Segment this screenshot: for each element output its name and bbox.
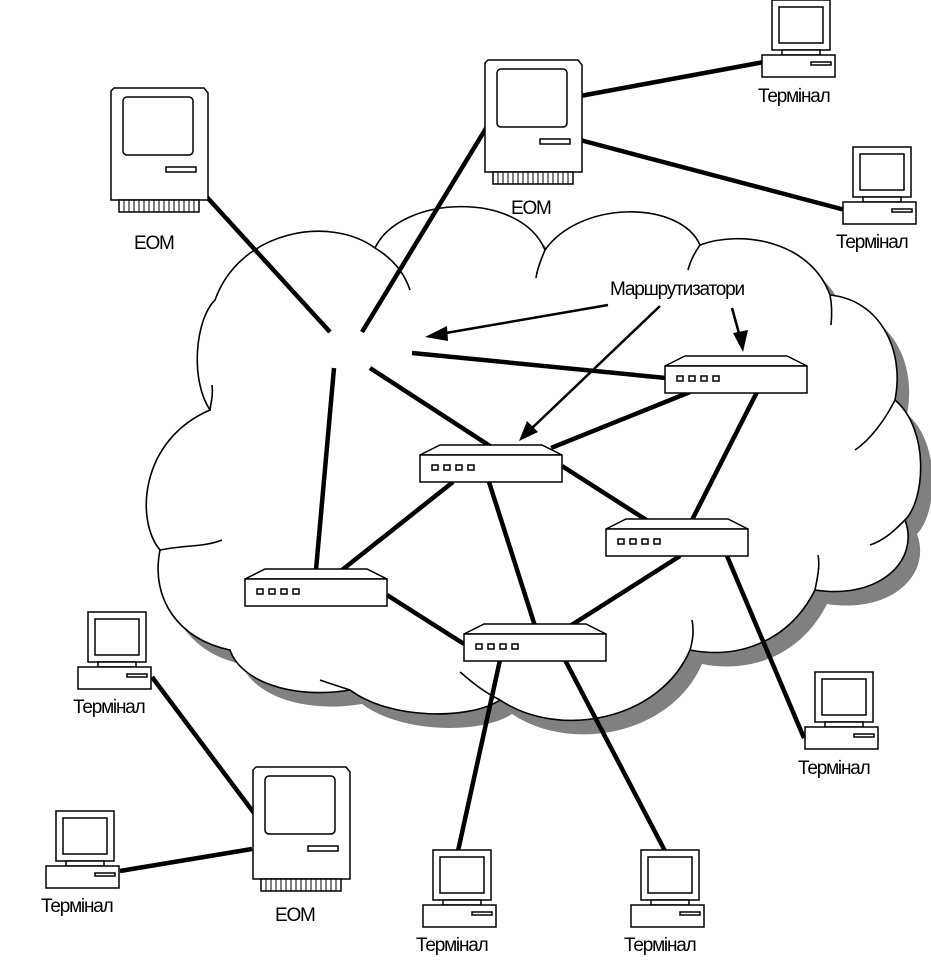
label-terminal-right: Термінал — [798, 758, 870, 779]
link-hub-router-center — [368, 366, 492, 448]
label-eom-bottom: ЕОМ — [275, 905, 315, 926]
terminal-left-1[interactable] — [77, 611, 152, 690]
link-hub-router-left — [313, 367, 337, 571]
link-center-right — [560, 464, 650, 523]
label-terminal-bottom-2: Термінал — [624, 935, 696, 956]
link-bottom-term1 — [455, 659, 503, 852]
label-eom-left: ЕОМ — [134, 233, 174, 254]
label-terminal-top-right-1: Термінал — [758, 86, 830, 107]
link-hub-router-top-right — [411, 350, 667, 381]
link-eom-bottom-term-left1 — [150, 675, 256, 815]
label-eom-top: ЕОМ — [511, 198, 551, 219]
label-terminal-top-right-2: Термінал — [836, 232, 908, 253]
arrow-head-icon — [519, 421, 538, 441]
router-bottom[interactable] — [463, 623, 607, 662]
terminal-left-2[interactable] — [45, 810, 120, 889]
link-center-top-right — [550, 389, 691, 451]
terminal-top-right-2[interactable] — [842, 146, 917, 225]
label-terminal-bottom-1: Термінал — [416, 935, 488, 956]
terminal-right[interactable] — [804, 671, 879, 750]
link-eom-left-hub — [203, 193, 332, 334]
arrow-head-icon — [425, 326, 448, 341]
link-center-left — [340, 480, 455, 572]
link-center-bottom — [486, 481, 538, 627]
label-router-group: Маршрутизатори — [610, 279, 744, 300]
computer-eom-left[interactable] — [110, 87, 209, 213]
link-eom-top-hub — [360, 123, 490, 334]
terminal-top-right-1[interactable] — [761, 0, 836, 78]
link-right-bottom — [568, 554, 682, 628]
router-left[interactable] — [244, 568, 388, 607]
computer-eom-top[interactable] — [484, 59, 583, 185]
link-bottom-term2 — [563, 658, 667, 853]
router-center[interactable] — [419, 444, 563, 483]
link-eom-bottom-term-left2 — [119, 846, 253, 874]
links — [119, 59, 846, 874]
arrow-head-icon — [733, 330, 748, 352]
link-top-right-right — [689, 390, 760, 522]
computer-eom-bottom[interactable] — [252, 766, 351, 892]
link-eom-top-term2 — [579, 137, 846, 213]
link-right-term — [724, 555, 807, 739]
link-left-bottom — [385, 593, 466, 646]
router-right[interactable] — [605, 518, 749, 557]
terminal-bottom-2[interactable] — [630, 849, 705, 928]
terminal-bottom-1[interactable] — [422, 849, 497, 928]
label-terminal-left-1: Термінал — [73, 697, 145, 718]
router-top-right[interactable] — [664, 355, 808, 394]
link-eom-top-term1 — [579, 59, 765, 99]
label-terminal-left-2: Термінал — [41, 896, 113, 917]
